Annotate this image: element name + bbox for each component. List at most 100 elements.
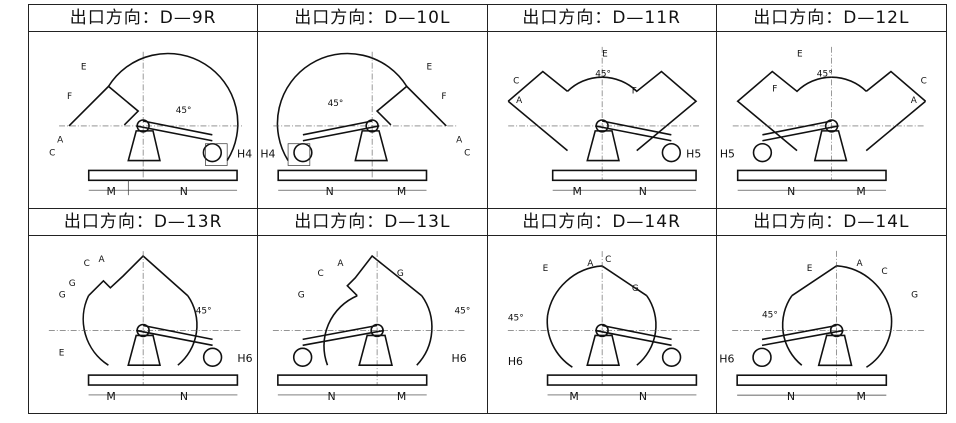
height-label: H5 (720, 148, 735, 161)
belt (136, 120, 213, 142)
base-frame (736, 169, 887, 182)
belt (761, 324, 844, 347)
height-label: H6 (237, 352, 252, 365)
svg-text:G: G (397, 269, 404, 279)
belt (136, 324, 213, 347)
svg-text:A: A (516, 96, 522, 106)
base-frame (546, 374, 697, 386)
height-label: H6 (719, 352, 734, 365)
dim-label-1: M (107, 185, 116, 198)
height-label: H6 (452, 352, 467, 365)
height-label: H6 (507, 355, 522, 368)
svg-text:M: M (856, 185, 865, 198)
svg-text:C: C (513, 76, 519, 86)
cell-title: 出口方向：D—12L (716, 5, 946, 32)
svg-text:C: C (464, 149, 470, 159)
svg-text:M: M (397, 185, 406, 198)
svg-text:N: N (638, 390, 646, 403)
height-label: H4 (261, 148, 276, 161)
outlet-duct (376, 85, 448, 127)
svg-text:A: A (57, 136, 63, 146)
motor-pulley (293, 347, 313, 367)
volute-housing (82, 295, 109, 366)
cell-title: 出口方向：D—11R (487, 5, 716, 32)
bearing-pedestal (127, 130, 161, 162)
svg-text:M: M (397, 390, 406, 403)
svg-text:C: C (920, 76, 926, 86)
angle-label: 45° (595, 69, 611, 79)
svg-text:M: M (106, 390, 115, 403)
base-frame (736, 374, 887, 386)
base-frame (87, 374, 239, 386)
svg-text:E: E (427, 63, 433, 73)
motor-pulley (202, 142, 223, 163)
bearing-pedestal (585, 130, 620, 162)
outlet-duct (87, 254, 189, 297)
volute-housing (276, 52, 408, 161)
svg-text:A: A (856, 259, 863, 269)
cell-title: 出口方向：D—14R (487, 209, 716, 236)
cell-d13r: 出口方向：D—13R M N H6 45° G C A G E (29, 209, 259, 413)
svg-text:C: C (84, 259, 90, 269)
cell-d11r: 出口方向：D—11R M N H5 45° C A E F (487, 5, 717, 209)
cell-d10l: 出口方向：D—10L N M H4 45° E F A C (258, 5, 488, 209)
volute-housing (736, 70, 867, 152)
cell-d9r: 出口方向：D—9R M N H4 45° E F C A (29, 5, 259, 209)
outlet-duct (68, 85, 140, 127)
base-frame (277, 169, 428, 182)
motor-body (287, 143, 311, 166)
svg-text:M: M (572, 185, 581, 198)
volute-housing (107, 52, 239, 161)
motor-pulley (752, 142, 772, 163)
bearing-pedestal (817, 334, 853, 367)
cell-title: 出口方向：D—14L (716, 209, 946, 236)
svg-text:A: A (587, 259, 594, 269)
svg-text:N: N (638, 185, 646, 198)
cell-d12l: 出口方向：D—12L N M H5 45° E F A C (716, 5, 946, 209)
volute-housing (546, 265, 647, 316)
cell-title: 出口方向：D—10L (258, 5, 487, 32)
bearing-pedestal (127, 334, 161, 366)
svg-text:E: E (59, 348, 65, 358)
fan-diagram-d10l: N M H4 45° E F A C (261, 51, 471, 198)
svg-text:G: G (911, 291, 918, 301)
bearing-pedestal (585, 334, 620, 366)
svg-text:C: C (49, 149, 55, 159)
svg-text:M: M (856, 390, 865, 403)
outlet-duct (346, 254, 423, 297)
bearing-pedestal (354, 130, 389, 162)
motor-pulley (661, 142, 681, 163)
fan-diagram-d13r: M N H6 45° G C A G E (48, 251, 253, 403)
volute-housing (791, 265, 892, 316)
bearing-pedestal (813, 130, 848, 162)
belt (303, 120, 380, 142)
bearing-pedestal (358, 334, 394, 366)
svg-text:C: C (605, 255, 611, 265)
dim-label-2: N (180, 185, 188, 198)
svg-text:G: G (631, 284, 638, 294)
cell-title: 出口方向：D—13R (29, 209, 258, 236)
fan-diagram-d14r: M N H6 45° E A C G (507, 251, 701, 403)
svg-text:F: F (631, 86, 636, 96)
svg-text:N: N (787, 185, 795, 198)
angle-label: 45° (507, 314, 523, 324)
svg-text:E: E (81, 63, 87, 73)
cell-title: 出口方向：D—13L (258, 209, 487, 236)
belt (594, 324, 672, 347)
cell-d14r: 出口方向：D—14R M N H6 45° E A C G (487, 209, 717, 413)
svg-text:G: G (59, 291, 66, 301)
motor-pulley (752, 347, 772, 368)
motor-pulley (293, 142, 313, 163)
svg-text:F: F (442, 92, 447, 102)
belt (594, 120, 671, 142)
cell-title: 出口方向：D—9R (29, 5, 258, 32)
motor-body (205, 143, 228, 166)
outlet-duct-right (865, 70, 926, 102)
outlet-direction-table: 出口方向：D—9R M N H4 45° E F C A 出口方向：D—10L (28, 4, 947, 414)
volute-housing (566, 70, 697, 152)
svg-text:N: N (787, 390, 795, 403)
svg-text:E: E (602, 50, 608, 60)
svg-text:F: F (67, 92, 72, 102)
svg-text:E: E (797, 50, 803, 60)
svg-text:C: C (881, 267, 887, 277)
